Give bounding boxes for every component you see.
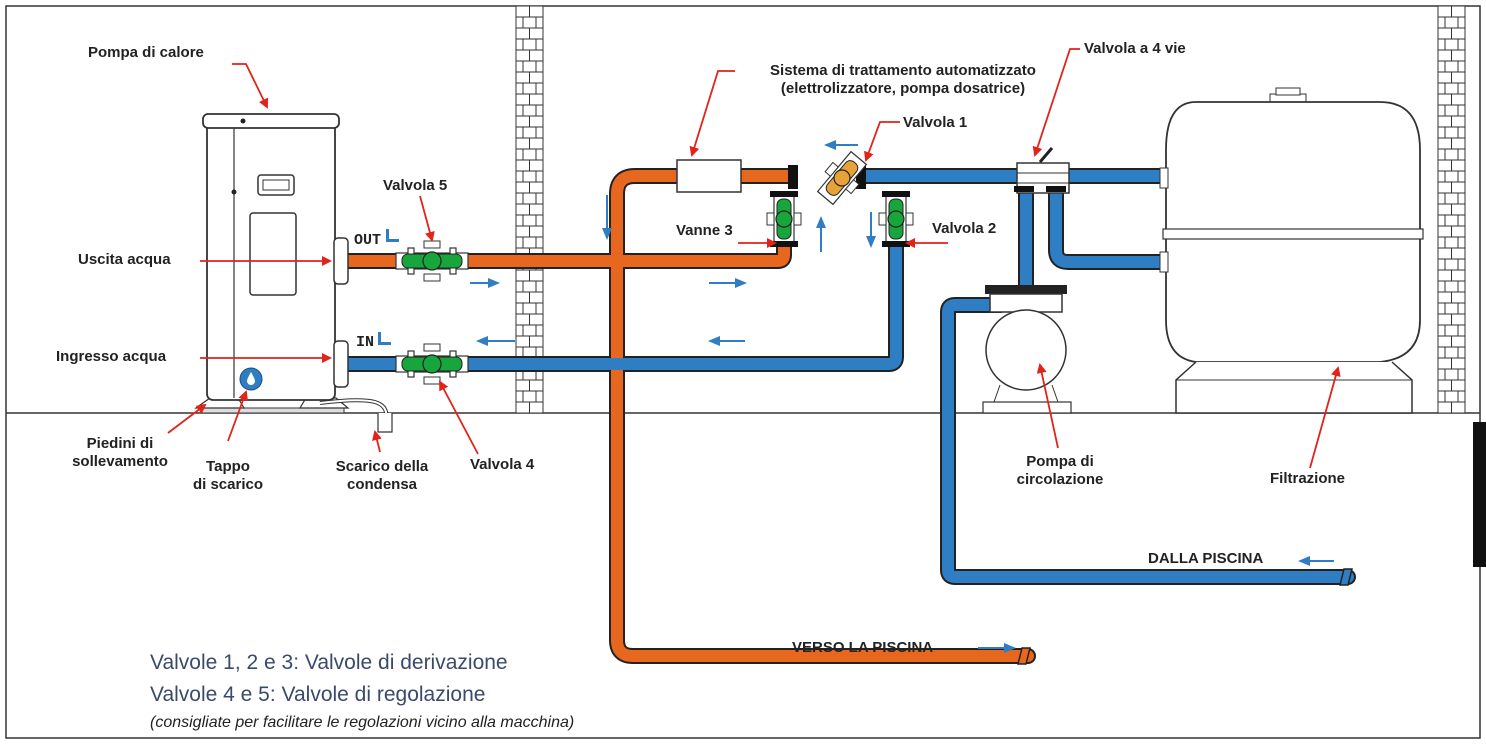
- pipe-end-from-pool: [1339, 568, 1353, 586]
- heat-pump: [194, 113, 350, 414]
- out-tag: OUT: [354, 232, 382, 249]
- pipes: [338, 168, 1356, 664]
- valve-5[interactable]: [395, 240, 469, 282]
- page-edge-tab: [1473, 422, 1486, 567]
- label-pointers: [167, 48, 1341, 469]
- legend-note: (consigliate per facilitare le regolazio…: [150, 714, 575, 731]
- legend-line-1: Valvole 1, 2 e 3: Valvole di derivazione: [150, 651, 508, 674]
- four-way-valve[interactable]: [1014, 147, 1070, 194]
- valve-1[interactable]: [788, 147, 872, 209]
- valve-2[interactable]: [878, 191, 914, 247]
- out-tag-icon: [386, 229, 399, 242]
- label-valve-1: Valvola 1: [903, 114, 968, 131]
- label-condensate-drain: Scarico della condensa: [335, 458, 429, 493]
- filtration-tank: [1159, 87, 1424, 414]
- condensate-drain: [377, 413, 393, 433]
- label-water-in: Ingresso acqua: [56, 348, 167, 365]
- label-filtration: Filtrazione: [1270, 470, 1346, 487]
- frame-border: [5, 5, 1481, 739]
- label-four-way-valve: Valvola a 4 vie: [1084, 40, 1186, 57]
- label-from-pool: DALLA PISCINA: [1148, 550, 1264, 567]
- label-lift-feet: Piedini di sollevamento: [72, 435, 168, 470]
- in-tag-icon: [378, 332, 391, 345]
- label-heat-pump: Pompa di calore: [88, 44, 204, 61]
- label-valve-2: Valvola 2: [932, 220, 997, 237]
- label-circulation-pump: Pompa di circolazione: [1016, 453, 1104, 488]
- label-valve-3: Vanne 3: [676, 222, 733, 239]
- brick-wall-right: [1437, 5, 1466, 414]
- legend-line-2: Valvole 4 e 5: Valvole di regolazione: [150, 683, 486, 706]
- circulation-pump: [982, 285, 1072, 414]
- valve-3[interactable]: [766, 191, 802, 247]
- label-drain-plug: Tappo di scarico: [192, 458, 264, 493]
- in-tag: IN: [356, 334, 375, 351]
- brick-wall-left: [515, 5, 544, 414]
- label-treatment-system: Sistema di trattamento automatizzato (el…: [770, 62, 1036, 97]
- label-to-pool: VERSO LA PISCINA: [792, 639, 934, 656]
- label-water-out: Uscita acqua: [78, 251, 171, 268]
- valve-4[interactable]: [395, 343, 469, 385]
- treatment-system-box: [676, 159, 742, 193]
- flow-arrows: [470, 140, 1334, 653]
- label-valve-4: Valvola 4: [470, 456, 535, 473]
- pipe-end-to-pool: [1017, 647, 1031, 665]
- label-valve-5: Valvola 5: [383, 177, 448, 194]
